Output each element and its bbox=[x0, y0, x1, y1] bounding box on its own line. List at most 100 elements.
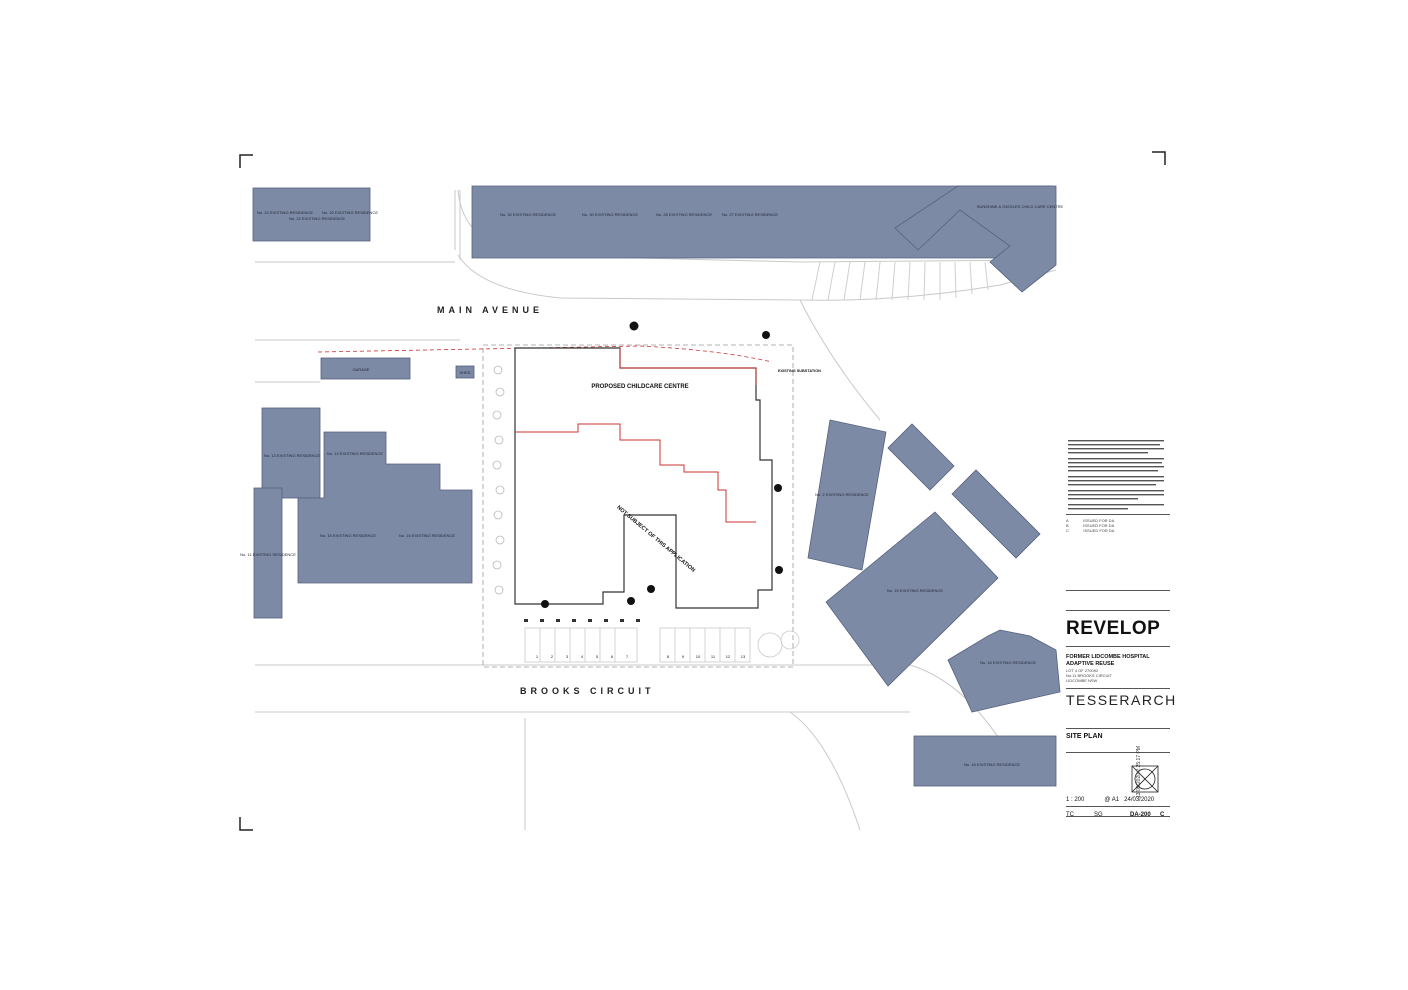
building-b15 bbox=[825, 511, 999, 687]
park-11: 11 bbox=[711, 654, 716, 659]
sheet-size: @ A1 bbox=[1104, 797, 1120, 803]
park-8: 8 bbox=[667, 654, 670, 659]
building-b8 bbox=[894, 185, 1057, 293]
tb-rule bbox=[1066, 590, 1170, 591]
ne-parking bbox=[811, 261, 989, 301]
entry-arrow-icon bbox=[629, 321, 639, 331]
label-b1: No. 24 EXISTING RESIDENCE bbox=[257, 210, 313, 215]
brooks-circuit-label: BROOKS CIRCUIT bbox=[520, 686, 655, 696]
boundary-trees bbox=[492, 365, 505, 595]
label-b12: No. 16 EXISTING RESIDENCE bbox=[399, 533, 455, 538]
revision-letter: C bbox=[1160, 812, 1165, 818]
building-labels: No. 24 EXISTING RESIDENCE No. 22 EXISTIN… bbox=[240, 204, 1063, 767]
label-b6: No. 28 EXISTING RESIDENCE bbox=[656, 212, 712, 217]
south-parking bbox=[524, 627, 800, 663]
park-2: 2 bbox=[551, 654, 554, 659]
neighbour-buildings bbox=[252, 185, 1061, 787]
building-b9 bbox=[261, 407, 321, 499]
entry-arrow-icon bbox=[774, 484, 782, 492]
label-b7: No. 27 EXISTING RESIDENCE bbox=[722, 212, 778, 217]
client-name: REVELOP bbox=[1066, 618, 1161, 639]
label-b3: No. 20 EXISTING RESIDENCE bbox=[322, 210, 378, 215]
tb-rule bbox=[1066, 646, 1170, 647]
architect-name: TESSERARCH bbox=[1066, 692, 1177, 708]
revision-row: C ISSUED FOR DA bbox=[1066, 528, 1115, 533]
parking-numbers: 1 2 3 4 5 6 7 8 9 10 11 12 13 bbox=[536, 654, 746, 659]
tb-rule bbox=[1066, 610, 1170, 611]
building-b15a bbox=[887, 423, 955, 491]
checked-by: SG bbox=[1094, 812, 1103, 818]
park-12: 12 bbox=[726, 654, 731, 659]
proposed-building bbox=[514, 347, 773, 609]
label-b5: No. 30 EXISTING RESIDENCE bbox=[582, 212, 638, 217]
park-6: 6 bbox=[611, 654, 614, 659]
label-b4: No. 32 EXISTING RESIDENCE bbox=[500, 212, 556, 217]
label-b2: No. 22 EXISTING RESIDENCE bbox=[289, 216, 345, 221]
building-b17 bbox=[913, 735, 1057, 787]
park-1: 1 bbox=[536, 654, 539, 659]
tb-rule bbox=[1066, 816, 1170, 817]
label-shed: SHED bbox=[459, 370, 470, 375]
building-shed bbox=[455, 365, 475, 379]
substation-label: EXISTING SUBSTATION bbox=[778, 369, 821, 373]
park-3: 3 bbox=[566, 654, 569, 659]
building-b15b bbox=[951, 469, 1041, 559]
drawing-number: DA-200 bbox=[1130, 812, 1151, 818]
scale-row: 1 : 200 @ A1 24/03/2020 bbox=[1066, 797, 1170, 803]
tb-rule bbox=[1066, 514, 1170, 515]
entry-arrow-icon bbox=[627, 597, 635, 605]
tb-rule bbox=[1066, 728, 1170, 729]
crop-marks bbox=[239, 151, 1166, 831]
building-b16 bbox=[947, 629, 1061, 713]
project-address: LOT 4 OF 270092 No.11 BROOKS CIRCUIT LID… bbox=[1066, 668, 1112, 683]
issue-date: 24/03/2020 bbox=[1124, 797, 1155, 803]
road-lines bbox=[255, 189, 1057, 831]
entry-arrow-icon bbox=[647, 585, 655, 593]
building-b10 bbox=[297, 431, 473, 584]
entry-arrow-icon bbox=[541, 600, 549, 608]
title-block-notes bbox=[1068, 440, 1164, 510]
site-bollards bbox=[524, 619, 640, 622]
label-b10: No. 14 EXISTING RESIDENCE bbox=[327, 451, 383, 456]
revisions-table: A ISSUED FOR DA B ISSUED FOR DA C ISSUED… bbox=[1066, 518, 1170, 533]
building-garage bbox=[320, 357, 411, 380]
main-avenue-label: MAIN AVENUE bbox=[437, 305, 543, 315]
revision-row: A ISSUED FOR DA bbox=[1066, 518, 1115, 523]
label-b11: No. 15 EXISTING RESIDENCE bbox=[320, 533, 376, 538]
building-b1 bbox=[252, 187, 371, 242]
drawing-number-row: TC SG DA-200 C bbox=[1066, 812, 1170, 818]
label-garage: GARAGE bbox=[352, 367, 369, 372]
label-b14: No. 2 EXISTING RESIDENCE bbox=[815, 492, 869, 497]
label-b16: No. 16 EXISTING RESIDENCE bbox=[980, 660, 1036, 665]
site-boundary bbox=[317, 344, 794, 668]
park-9: 9 bbox=[682, 654, 685, 659]
street-names: MAIN AVENUE BROOKS CIRCUIT bbox=[437, 305, 655, 696]
label-b17: No. 16 EXISTING RESIDENCE bbox=[964, 762, 1020, 767]
project-name: FORMER LIDCOMBE HOSPITAL ADAPTIVE REUSE bbox=[1066, 654, 1150, 667]
entry-arrows bbox=[541, 321, 783, 608]
park-13: 13 bbox=[741, 654, 746, 659]
tb-rule bbox=[1066, 752, 1170, 753]
entry-arrow-icon bbox=[762, 331, 770, 339]
proposed-centre-label: PROPOSED CHILDCARE CENTRE bbox=[591, 384, 688, 390]
north-arrow-icon bbox=[1131, 765, 1159, 793]
park-5: 5 bbox=[596, 654, 599, 659]
drawing-title: SITE PLAN bbox=[1066, 733, 1103, 740]
entry-arrow-icon bbox=[775, 566, 783, 574]
label-b13: No. 11 EXISTING RESIDENCE bbox=[240, 552, 296, 557]
building-b14 bbox=[807, 419, 887, 571]
label-b9: No. 13 EXISTING RESIDENCE bbox=[264, 453, 320, 458]
revision-row: B ISSUED FOR DA bbox=[1066, 523, 1115, 528]
park-7: 7 bbox=[626, 654, 629, 659]
label-b8: SUNSHINE & GIGGLES CHILD CARE CENTRE bbox=[977, 204, 1064, 209]
tb-rule bbox=[1066, 688, 1170, 689]
park-10: 10 bbox=[696, 654, 701, 659]
plot-timestamp: 13/05/2020 2:25:17 PM bbox=[1136, 746, 1142, 798]
label-b15: No. 15 EXISTING RESIDENCE bbox=[887, 588, 943, 593]
building-b13 bbox=[253, 487, 283, 619]
scale-value: 1 : 200 bbox=[1066, 797, 1085, 803]
drawn-by: TC bbox=[1066, 812, 1074, 818]
tb-rule bbox=[1066, 806, 1170, 807]
park-4: 4 bbox=[581, 654, 584, 659]
